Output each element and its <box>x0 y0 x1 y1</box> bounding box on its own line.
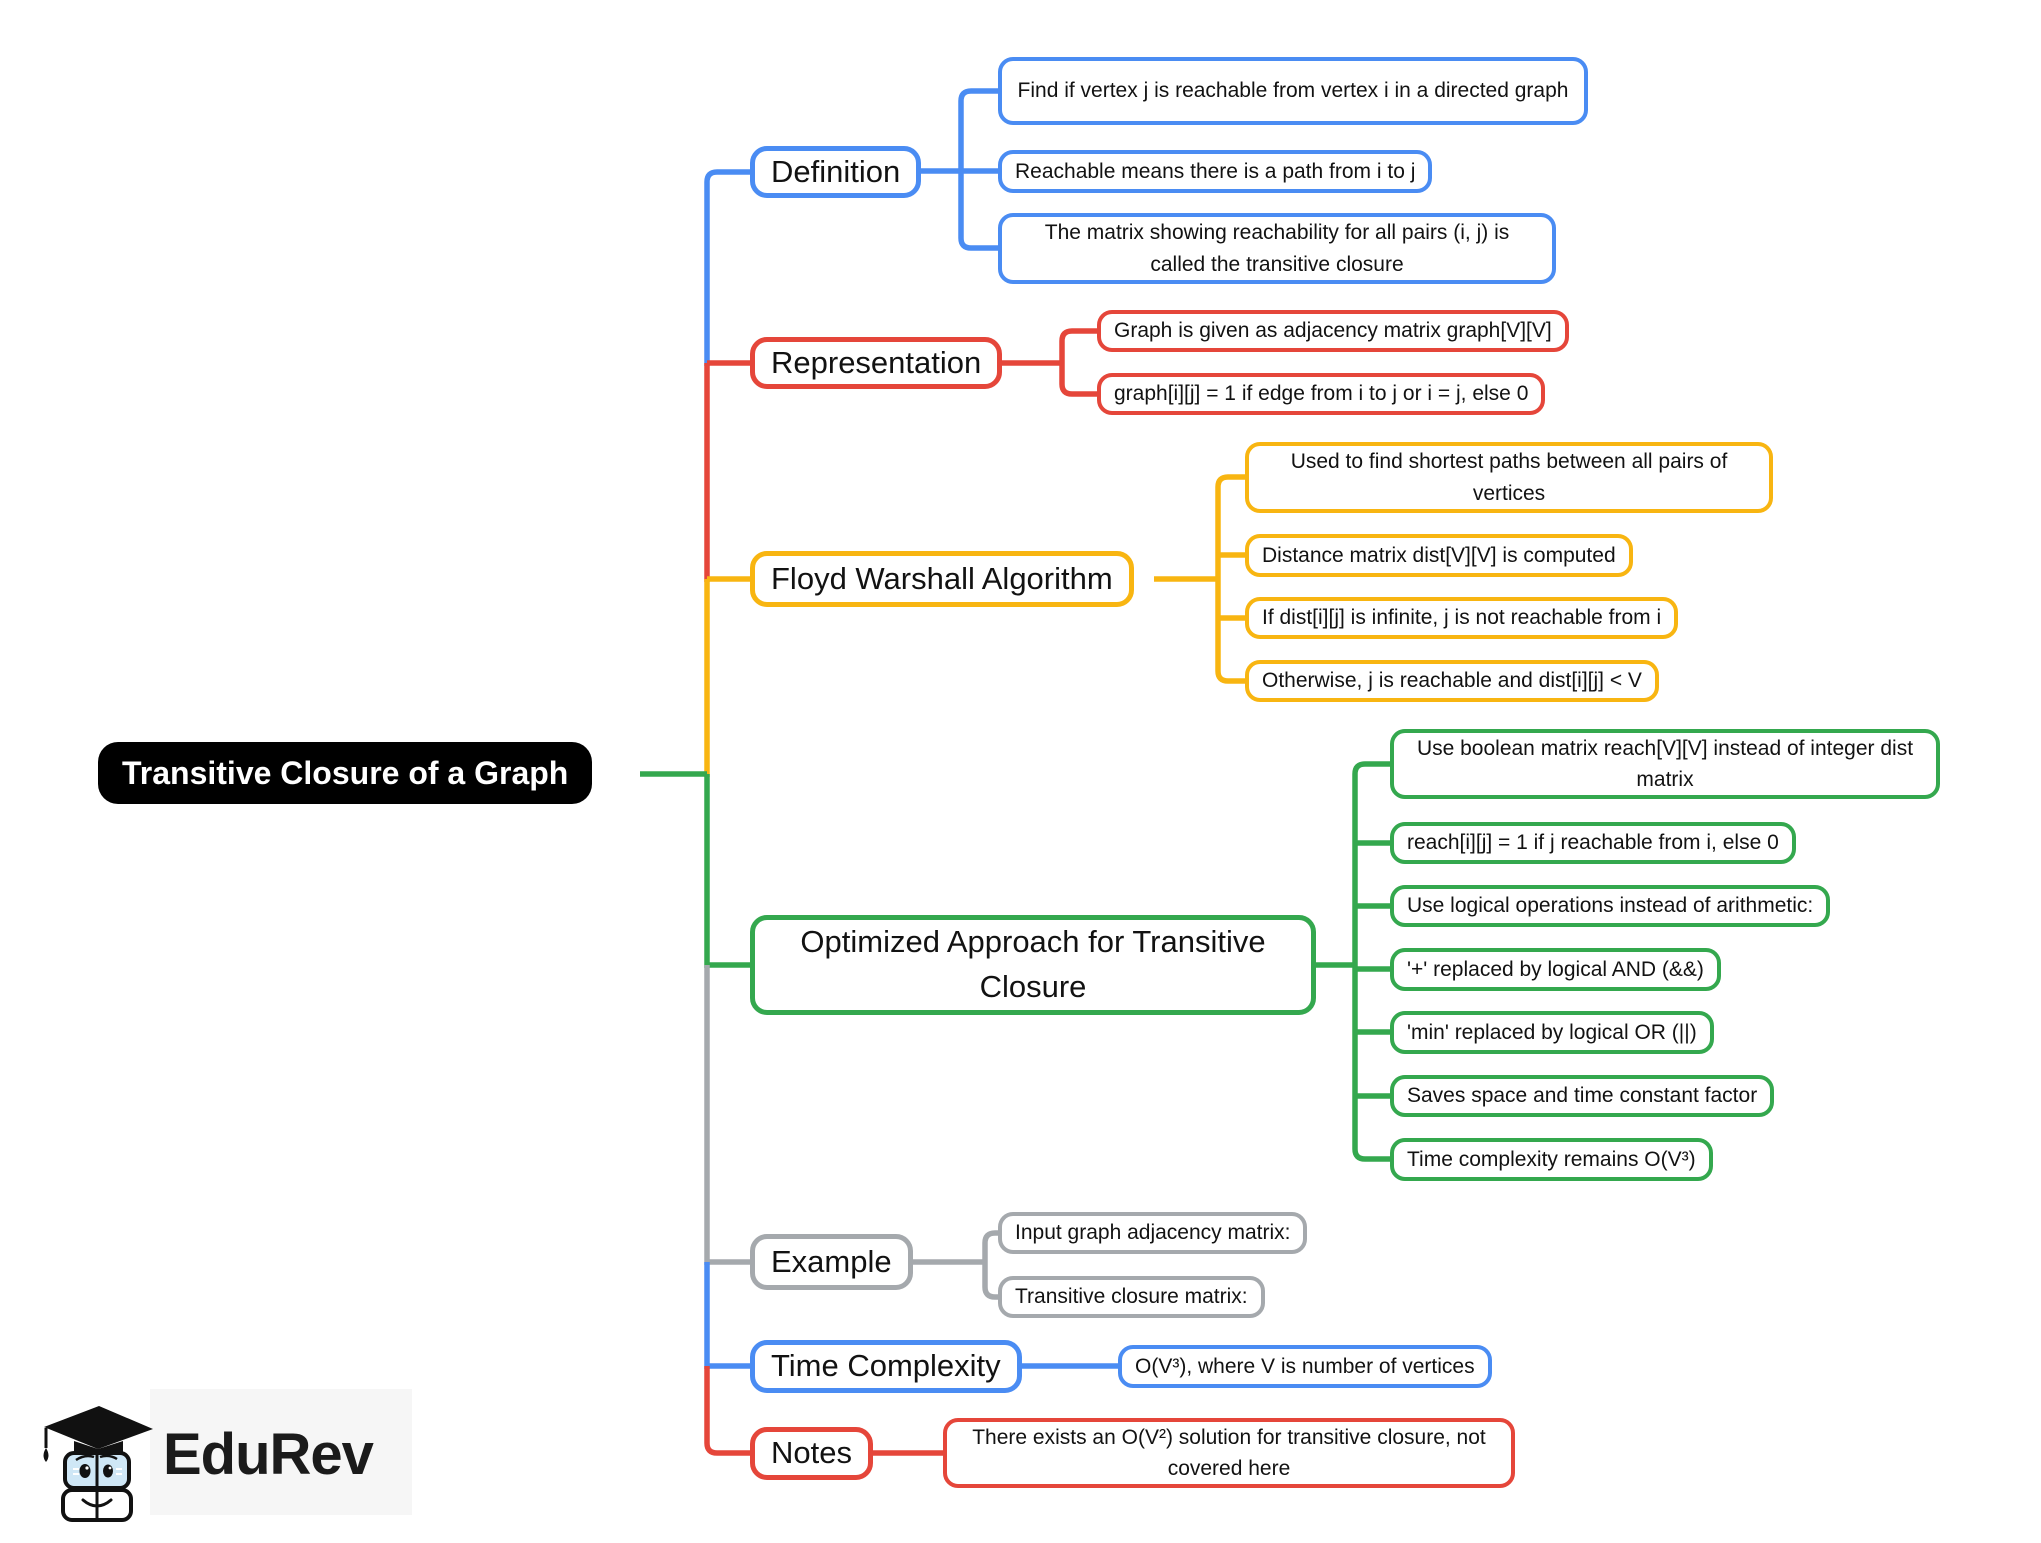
trunk-example-line <box>704 965 762 1265</box>
trunk-notes-line <box>704 1366 762 1456</box>
time-complexity-child-0: O(V³), where V is number of vertices <box>1118 1345 1492 1388</box>
definition-child-0: Find if vertex j is reachable from verte… <box>998 57 1588 125</box>
definition-child-1: Reachable means there is a path from i t… <box>998 150 1433 193</box>
floyd-children-lines <box>1154 474 1257 684</box>
branch-time-complexity: Time Complexity <box>750 1340 1022 1393</box>
root-node: Transitive Closure of a Graph <box>98 742 593 804</box>
definition-child-2: The matrix showing reachability for all … <box>998 213 1556 284</box>
branch-representation: Representation <box>750 337 1003 389</box>
optimized-child-5: Saves space and time constant factor <box>1390 1075 1775 1117</box>
floyd-child-3: Otherwise, j is reachable and dist[i][j]… <box>1245 660 1659 702</box>
root-link-line <box>640 771 762 968</box>
representation-children-lines <box>996 328 1109 397</box>
notes-child-0: There exists an O(V²) solution for trans… <box>943 1418 1515 1488</box>
trunk-representation-line <box>704 360 762 582</box>
branch-example: Example <box>750 1234 913 1290</box>
branch-definition: Definition <box>750 146 922 198</box>
edurev-wordmark: EduRev <box>163 1422 374 1487</box>
floyd-child-2: If dist[i][j] is infinite, j is not reac… <box>1245 597 1679 639</box>
optimized-child-4: 'min' replaced by logical OR (||) <box>1390 1011 1714 1054</box>
optimized-child-2: Use logical operations instead of arithm… <box>1390 885 1831 927</box>
optimized-children-lines <box>1296 761 1402 1162</box>
floyd-child-1: Distance matrix dist[V][V] is computed <box>1245 534 1633 577</box>
representation-child-1: graph[i][j] = 1 if edge from i to j or i… <box>1097 373 1546 415</box>
trunk-definition-line <box>704 169 762 366</box>
branch-optimized-approach: Optimized Approach for Transitive Closur… <box>750 915 1316 1015</box>
optimized-child-6: Time complexity remains O(V³) <box>1390 1138 1713 1181</box>
optimized-child-0: Use boolean matrix reach[V][V] instead o… <box>1390 729 1940 799</box>
optimized-child-3: '+' replaced by logical AND (&&) <box>1390 948 1721 991</box>
logo-backdrop <box>150 1389 412 1515</box>
branch-floyd-warshall: Floyd Warshall Algorithm <box>750 551 1134 607</box>
example-child-1: Transitive closure matrix: <box>998 1276 1265 1318</box>
branch-notes: Notes <box>750 1427 873 1480</box>
representation-child-0: Graph is given as adjacency matrix graph… <box>1097 310 1569 352</box>
optimized-child-1: reach[i][j] = 1 if j reachable from i, e… <box>1390 822 1796 864</box>
example-children-lines <box>896 1230 1010 1300</box>
example-child-0: Input graph adjacency matrix: <box>998 1212 1308 1254</box>
trunk-floyd-line <box>704 576 762 777</box>
floyd-child-0: Used to find shortest paths between all … <box>1245 442 1773 513</box>
edurev-mascot-icon <box>43 1406 153 1522</box>
